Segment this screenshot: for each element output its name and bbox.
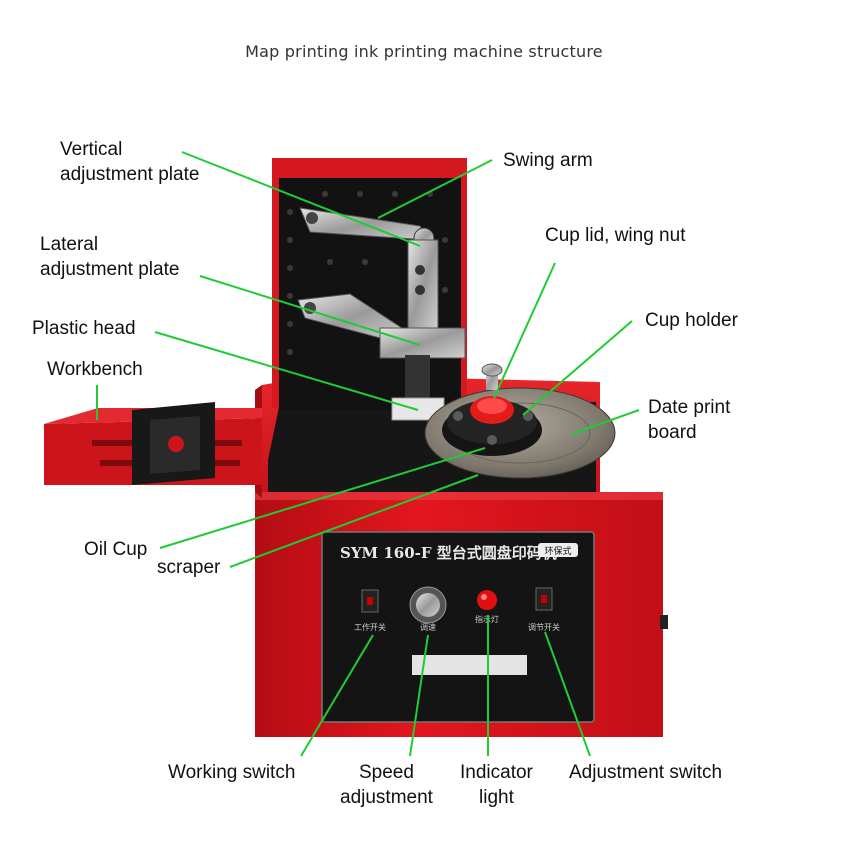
leader-swing-arm <box>377 159 493 219</box>
control-panel: SYM 160-F 型台式圆盘印码机 环保式 工作开关 调速 指示灯 调节开关 <box>321 531 595 723</box>
leader-speed <box>409 634 429 757</box>
swing-arm <box>379 239 466 359</box>
adjust-switch-caption: 调节开关 <box>528 622 560 632</box>
label-scraper: scraper <box>157 557 221 578</box>
leader-oil-cup <box>159 447 486 549</box>
diagram-title: Map printing ink printing machine struct… <box>245 42 603 61</box>
label-cup-lid-wing-nut: Cup lid, wing nut <box>545 225 686 246</box>
leader-cup-lid <box>493 262 556 399</box>
label-lateral-adjustment-plate: Lateral adjustment plate <box>40 234 180 280</box>
label-speed-adjustment: Speed adjustment <box>340 762 433 808</box>
work-switch-caption: 工作开关 <box>354 622 386 632</box>
label-cup-holder: Cup holder <box>645 310 738 331</box>
leader-lines <box>96 151 640 757</box>
label-plastic-head: Plastic head <box>32 318 136 339</box>
leader-lateral-plate <box>199 275 421 346</box>
speed-caption: 调速 <box>420 623 436 632</box>
leader-plastic-head <box>154 331 419 411</box>
label-swing-arm: Swing arm <box>503 150 593 171</box>
label-indicator-light: Indicator light <box>460 762 533 808</box>
label-adjustment-switch: Adjustment switch <box>569 762 723 783</box>
leader-adjust-switch <box>544 631 591 757</box>
leader-scraper <box>229 474 479 568</box>
leader-vertical-plate <box>181 151 421 247</box>
leader-working-switch <box>300 634 374 757</box>
oil-cup <box>442 396 542 456</box>
label-oil-cup: Oil Cup <box>84 539 148 560</box>
leader-date-board <box>571 409 640 435</box>
label-vertical-adjustment-plate: Vertical adjustment plate <box>60 139 200 185</box>
label-working-switch: Working switch <box>168 762 296 783</box>
leader-cup-holder <box>522 320 633 416</box>
panel-badge: 环保式 <box>544 545 571 556</box>
wing-nut <box>481 363 503 390</box>
panel-model-text: SYM 160-F 型台式圆盘印码机 <box>340 544 557 562</box>
label-workbench: Workbench <box>47 359 143 380</box>
workbench <box>44 402 262 485</box>
label-date-print-board: Date print board <box>648 397 731 443</box>
